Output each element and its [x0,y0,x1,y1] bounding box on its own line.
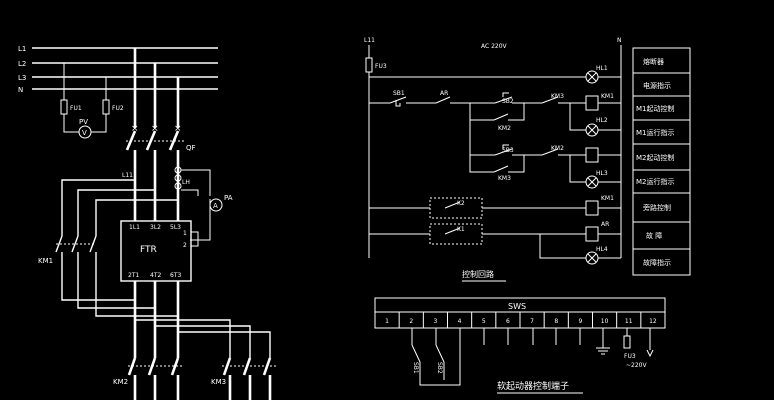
legend-m1-start: M1起动控制 [636,104,675,113]
fuse-fu1-label: FU1 [70,105,82,112]
contactor-km1-label: KM1 [38,257,53,265]
ar-coil-label: AR [601,221,609,228]
breaker-label: QF [186,144,196,152]
breaker-mark-1: × [131,124,139,134]
control-fuse-label: FU3 [375,63,387,70]
hl3-label: HL3 [596,170,608,177]
ftr-input-5l3: 5L3 [170,224,181,231]
contactor-km2-label: KM2 [113,378,128,386]
legend-power-indicator: 电源指示 [643,81,671,90]
km3-hold-label: KM3 [498,175,511,182]
legend-fault: 故 障 [646,231,662,240]
terminal-number: 10 [601,318,609,325]
km1-coil-label: KM1 [601,195,614,202]
terminal-number: 5 [482,318,486,325]
ftr-pin-2: 2 [183,242,187,249]
ar-contact-label: AR [440,90,448,97]
bus-label-l3: L3 [18,74,26,82]
transformer-label: LH [182,179,190,186]
legend-m2-start: M2起动控制 [636,153,675,162]
ftr-output-4t2: 4T2 [150,272,161,279]
control-caption: 控制回路 [462,269,494,279]
ftr-input-1l1: 1L1 [129,224,140,231]
terminal-number: 7 [530,318,534,325]
terminal-number: 1 [385,318,389,325]
terminal-number: 3 [434,318,438,325]
bypass-circuit: L11 KM1 [38,172,178,317]
km2-hold-label: KM2 [498,125,511,132]
power-bus: L1 L2 L3 N [18,45,218,94]
soft-starter: 1L1 3L2 5L3 FTR 1 2 2T1 4T2 6T3 [120,220,199,282]
terminal-number: 2 [409,318,413,325]
sb3-label: SB3 [502,147,514,154]
breaker-mark-2: × [151,124,159,134]
bypass-label: L11 [122,172,133,179]
ammeter-symbol: A [213,202,218,210]
terminal-fuse-label: FU3 [624,353,636,360]
terminal-sb2-label: SB2 [436,362,443,374]
ftr-output-6t3: 6T3 [170,272,181,279]
legend-bypass: 旁路控制 [643,203,671,212]
hl1-label: HL1 [596,65,608,72]
terminal-sb1-label: SB1 [412,362,419,374]
voltmeter-label: PV [79,118,88,126]
power-circuit: L1 L2 L3 N FU1 FU2 V PV × × × [18,45,276,400]
km1-coil-row-label: KM1 [601,93,614,100]
terminal-title: SWS [508,302,526,311]
legend-m2-run: M2运行指示 [636,177,675,186]
control-supply-label: AC 220V [481,43,508,50]
fuse-fu2-label: FU2 [112,105,124,112]
terminal-number: 11 [625,318,633,325]
terminal-number: 4 [458,318,462,325]
k2-label: K2 [457,200,465,207]
terminal-voltage-label: ~220V [626,362,647,369]
breaker-mark-3: × [174,124,182,134]
motor-feeders: KM2 KM3 [113,281,276,400]
ftr-pin-1: 1 [183,230,187,237]
hl2-label: HL2 [596,117,608,124]
bus-label-l1: L1 [18,45,26,53]
voltmeter-branch: FU1 FU2 V PV [60,63,124,139]
ammeter-label: PA [224,194,233,202]
legend-fault-indicator: 故障指示 [643,258,671,267]
legend-m1-run: M1运行指示 [636,128,675,137]
terminal-number: 6 [506,318,510,325]
ftr-output-2t1: 2T1 [128,272,139,279]
terminal-number: 12 [649,318,657,325]
terminal-number: 9 [579,318,583,325]
sb1-label: SB1 [393,90,405,97]
km2-interlock-label: KM2 [551,145,564,152]
control-right-rail-label: N [617,37,622,44]
terminal-number: 8 [554,318,558,325]
hl4-label: HL4 [596,246,608,253]
km3-interlock-label: KM3 [551,93,564,100]
control-left-rail-label: L11 [364,37,375,44]
contactor-km3-label: KM3 [211,378,226,386]
main-conductors: × × × QF LH A PA [125,48,233,241]
control-circuit: L11 AC 220V N FU3 HL1 SB1 AR SB2 KM3 KM1 [364,37,691,282]
legend-fuse: 熔断器 [643,57,664,66]
ftr-name: FTR [140,245,157,255]
control-legend: 熔断器 电源指示 M1起动控制 M1运行指示 M2起动控制 M2运行指示 旁路控… [632,47,691,276]
terminal-caption: 软起动器控制端子 [497,380,569,392]
bus-label-l2: L2 [18,60,26,68]
bus-label-n: N [18,86,23,94]
k1-label: K1 [457,226,465,233]
sb2-label: SB2 [502,98,514,105]
voltmeter-symbol: V [82,129,87,137]
ftr-input-3l2: 3L2 [150,224,161,231]
